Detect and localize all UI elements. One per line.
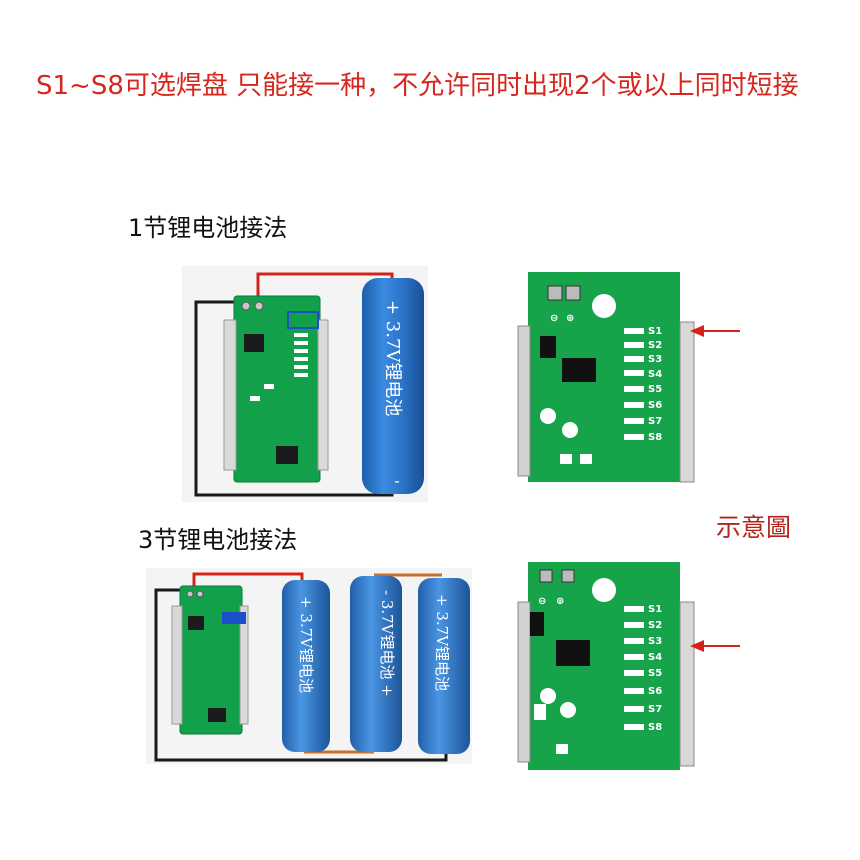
svg-text:S5: S5: [648, 668, 662, 679]
battery-single: + 3.7V锂电池 -: [362, 278, 424, 494]
positive-wire-3s: [192, 572, 304, 592]
pcb-module: [223, 295, 329, 483]
svg-text:S5: S5: [648, 384, 662, 395]
svg-text:S7: S7: [648, 416, 662, 427]
svg-text:S1: S1: [648, 604, 662, 615]
plus-mark-bottom: ⊕: [556, 596, 564, 607]
selectable-pad-warning: S1~S8可选焊盘 只能接一种，不允许同时出现2个或以上同时短接: [36, 71, 799, 101]
pcb-closeup-bottom: ⊖ ⊕ S1 S2 S3 S4 S5 S6 S7 S8: [517, 562, 740, 770]
svg-text:S4: S4: [648, 652, 662, 663]
minus-mark: ⊖: [550, 313, 558, 324]
svg-text:+ 3.7V锂电池: + 3.7V锂电池: [433, 594, 451, 691]
battery-3s-2: - 3.7V锂电池 +: [350, 576, 402, 752]
svg-text:S8: S8: [648, 722, 662, 733]
svg-text:S6: S6: [648, 400, 662, 411]
battery-minus-sign: -: [394, 471, 399, 490]
minus-mark-bottom: ⊖: [538, 596, 546, 607]
svg-text:S2: S2: [648, 620, 662, 631]
svg-text:S3: S3: [648, 354, 662, 365]
arrow-s1: [690, 325, 740, 337]
svg-text:S8: S8: [648, 432, 662, 443]
svg-text:- 3.7V锂电池 +: - 3.7V锂电池 +: [378, 590, 396, 697]
svg-text:S3: S3: [648, 636, 662, 647]
svg-text:S7: S7: [648, 704, 662, 715]
battery-3s-1: + 3.7V锂电池: [282, 580, 330, 752]
svg-text:S6: S6: [648, 686, 662, 697]
battery-label: + 3.7V锂电池: [382, 300, 403, 416]
svg-text:+ 3.7V锂电池: + 3.7V锂电池: [297, 596, 315, 693]
svg-text:S4: S4: [648, 369, 662, 380]
svg-text:S1: S1: [648, 326, 662, 337]
battery-3s-3: + 3.7V锂电池: [418, 578, 470, 754]
pcb-closeup-top: ⊖ ⊕ S1 S2 S3 S4 S5 S6 S7 S8: [517, 272, 740, 483]
single-cell-wiring: + 3.7V锂电池 -: [182, 266, 428, 502]
svg-text:S2: S2: [648, 340, 662, 351]
single-cell-title: 1节锂电池接法: [128, 214, 288, 242]
plus-mark: ⊕: [566, 313, 574, 324]
three-cell-wiring: + 3.7V锂电池 - 3.7V锂电池 + + 3.7V锂电池: [146, 568, 472, 764]
arrow-s3: [690, 640, 740, 652]
negative-wire-3s: [154, 588, 448, 762]
pad-highlight-box: [287, 311, 319, 329]
three-cell-title: 3节锂电池接法: [138, 526, 298, 554]
pcb-module-3s: [171, 585, 249, 735]
diagram-caption: 示意圖: [716, 513, 792, 542]
